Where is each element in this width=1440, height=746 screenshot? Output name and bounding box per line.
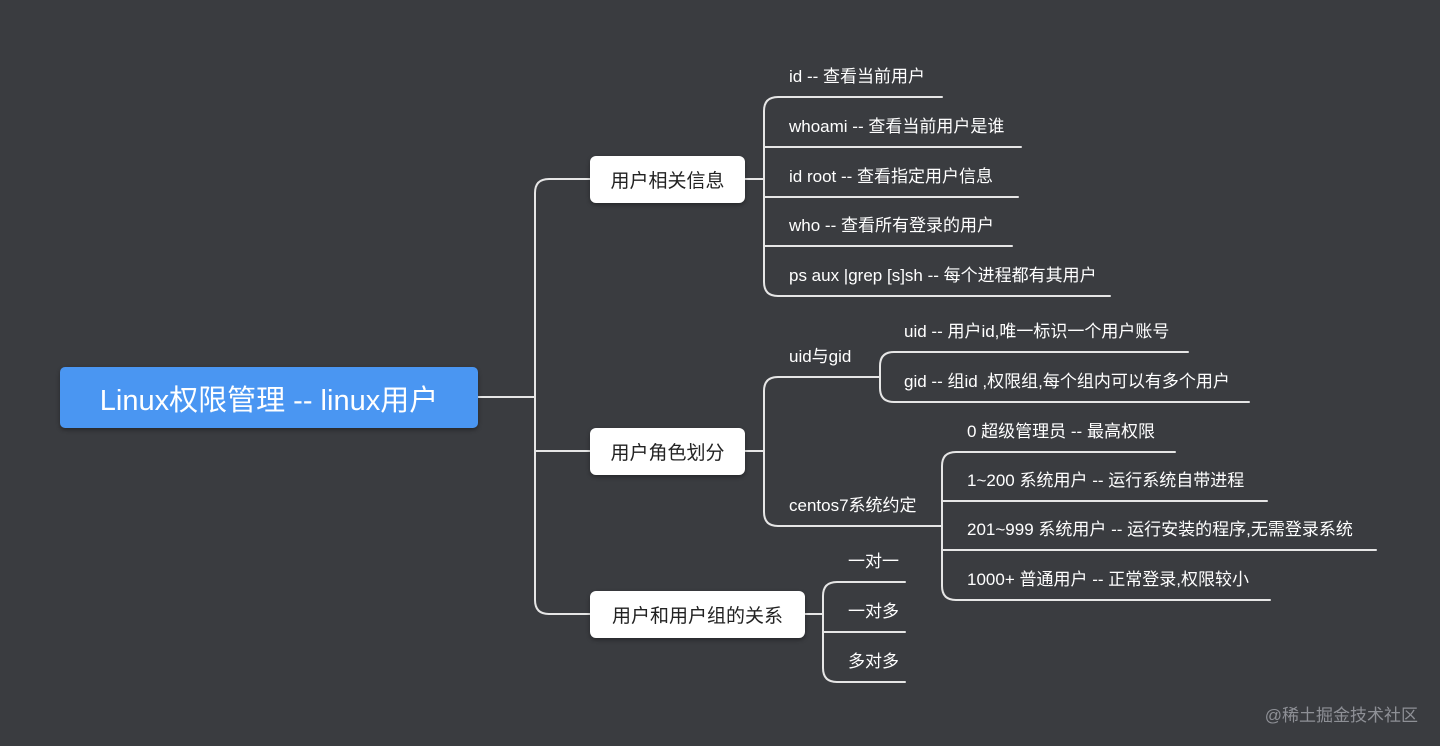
watermark: @稀土掘金技术社区	[1264, 706, 1418, 725]
leaf-uid-1-200[interactable]: 1~200 系统用户 -- 运行系统自带进程	[967, 471, 1245, 490]
leaf-one-to-one[interactable]: 一对一	[848, 552, 899, 571]
branch-user-info[interactable]: 用户相关信息	[590, 156, 745, 203]
branch-user-roles[interactable]: 用户角色划分	[590, 428, 745, 475]
branch-user-roles-label: 用户角色划分	[610, 443, 725, 464]
root-node-label: Linux权限管理 -- linux用户	[99, 384, 439, 417]
node-centos7[interactable]: centos7系统约定	[789, 496, 917, 515]
connector-user-roles-spine	[763, 376, 943, 527]
connector-spine-user-info	[534, 178, 591, 615]
connector-uid-gid-spine	[879, 351, 1250, 403]
connector-centos7-spine	[941, 451, 1271, 601]
root-node[interactable]: Linux权限管理 -- linux用户	[60, 367, 478, 428]
leaf-uid-201-999[interactable]: 201~999 系统用户 -- 运行安装的程序,无需登录系统	[967, 520, 1353, 539]
leaf-one-to-many[interactable]: 一对多	[848, 602, 899, 621]
leaf-many-to-many[interactable]: 多对多	[848, 652, 899, 671]
branch-user-group-relation[interactable]: 用户和用户组的关系	[590, 591, 805, 638]
branch-user-group-relation-label: 用户和用户组的关系	[611, 606, 783, 627]
leaf-whoami[interactable]: whoami -- 查看当前用户是谁	[789, 117, 1005, 136]
leaf-uid-1000-plus[interactable]: 1000+ 普通用户 -- 正常登录,权限较小	[967, 570, 1249, 589]
leaf-who[interactable]: who -- 查看所有登录的用户	[789, 216, 994, 235]
leaf-id-root[interactable]: id root -- 查看指定用户信息	[789, 167, 994, 186]
node-uid-gid[interactable]: uid与gid	[789, 347, 852, 366]
leaf-ps-aux[interactable]: ps aux |grep [s]sh -- 每个进程都有其用户	[789, 266, 1097, 285]
leaf-uid[interactable]: uid -- 用户id,唯一标识一个用户账号	[904, 322, 1170, 341]
branch-user-info-label: 用户相关信息	[610, 171, 725, 192]
leaf-uid-0[interactable]: 0 超级管理员 -- 最高权限	[967, 422, 1155, 441]
leaf-id[interactable]: id -- 查看当前用户	[789, 67, 925, 86]
leaf-gid[interactable]: gid -- 组id ,权限组,每个组内可以有多个用户	[904, 372, 1230, 391]
